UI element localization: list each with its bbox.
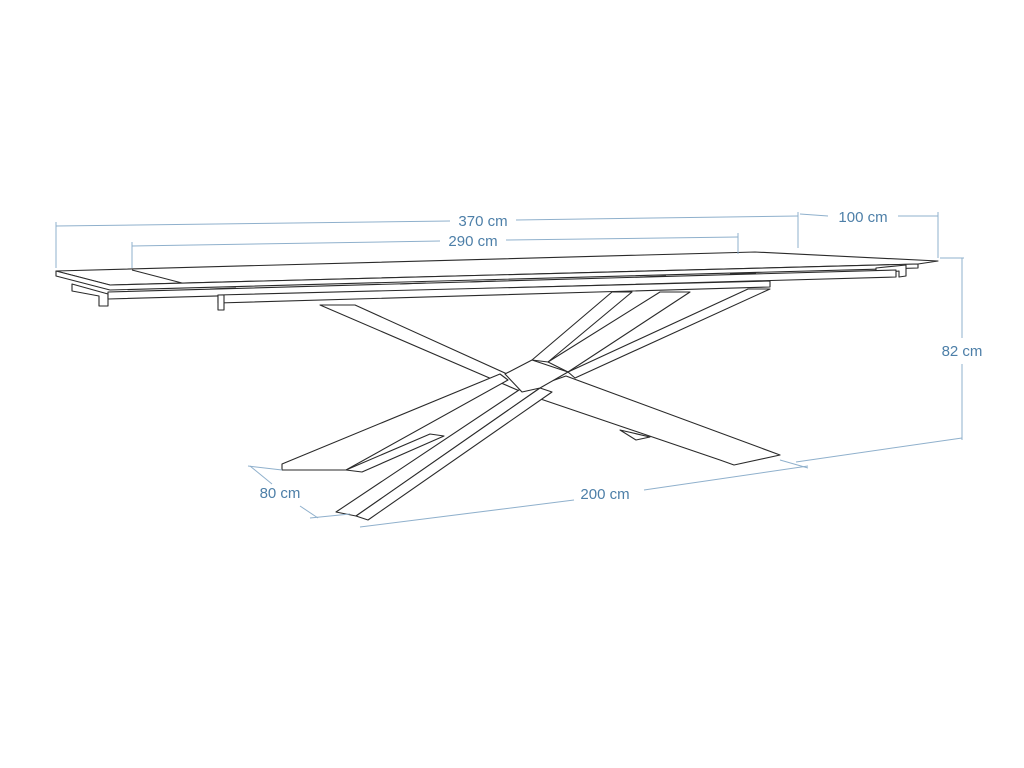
tabletop-front-edge — [55, 263, 919, 291]
tabletop-seam — [131, 269, 183, 284]
dim-label-height: 82 cm — [942, 343, 983, 360]
leg-left-foot-inner — [345, 433, 445, 473]
table-illustration — [55, 251, 939, 521]
dimension-lines — [55, 212, 964, 528]
leg-front-left-face — [355, 387, 553, 521]
dim-label-base-depth: 80 cm — [260, 485, 301, 502]
dim-label-base-length: 200 cm — [580, 486, 629, 503]
table-apron — [107, 269, 897, 300]
table-rail-drop — [217, 294, 225, 311]
leg-left-foot — [281, 373, 509, 471]
leg-back-right-strut-2 — [547, 291, 691, 373]
dim-label-extension-length: 100 cm — [838, 209, 887, 226]
leg-front-right-shadow — [619, 429, 651, 441]
base-center-node — [504, 359, 569, 393]
dim-label-total-length: 370 cm — [458, 213, 507, 230]
leg-back-right-strut-1 — [531, 291, 633, 363]
hardware-marks — [209, 272, 757, 290]
leg-back-right-arm — [567, 288, 771, 379]
dim-label-inner-length: 290 cm — [448, 233, 497, 250]
leg-front-right — [519, 375, 781, 466]
